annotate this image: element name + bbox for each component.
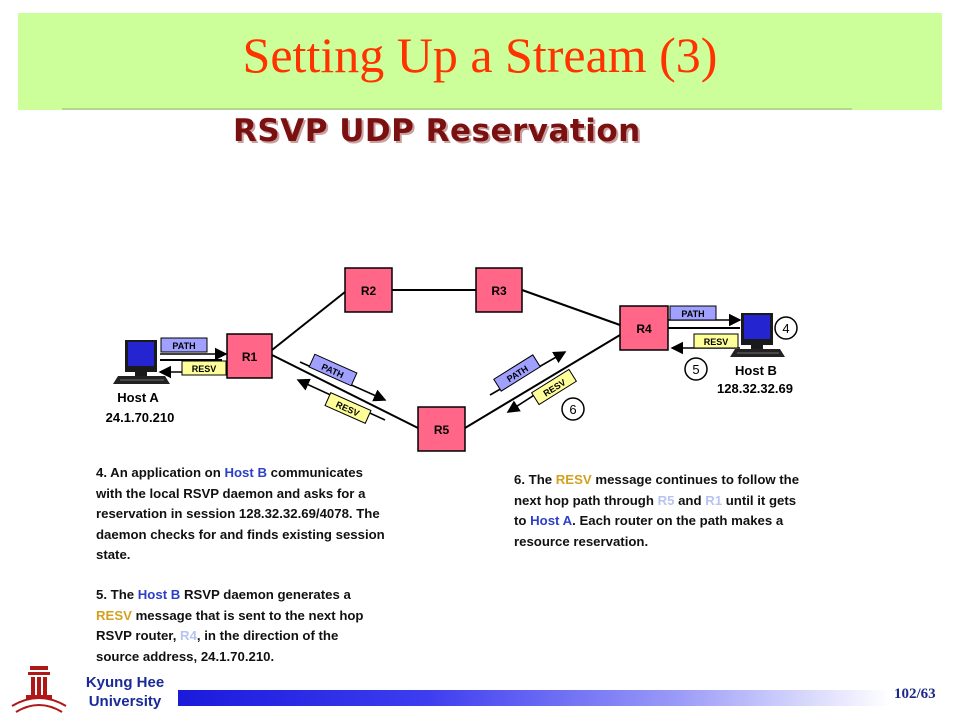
step-6-paragraph: 6. The RESV message continues to follow … xyxy=(514,472,800,549)
svg-text:6: 6 xyxy=(569,402,576,417)
title-bar xyxy=(18,13,942,110)
step-4-paragraph: 4. An application on Host B communicates… xyxy=(96,465,385,562)
router-r3: R3 xyxy=(475,267,523,313)
router-r1: R1 xyxy=(226,333,273,379)
router-r2: R2 xyxy=(344,267,393,313)
resv-label-hostb: RESV xyxy=(693,333,739,349)
host-a-computer-icon xyxy=(113,340,170,384)
footer-bar xyxy=(178,690,890,706)
path-label-r5-r4: PATH xyxy=(493,354,541,392)
host-a-name: Host A xyxy=(117,390,159,405)
path-label-hosta: PATH xyxy=(160,337,208,353)
step-marker-6: 6 xyxy=(561,397,585,421)
host-b-computer-icon xyxy=(730,313,785,357)
path-label-r1-r5: PATH xyxy=(308,353,358,387)
r1-ref: R1 xyxy=(705,492,723,508)
slide-subtitle: RSVP UDP Reservation xyxy=(233,113,641,149)
resv-label-r5-r1: RESV xyxy=(324,391,372,425)
svg-text:PATH: PATH xyxy=(172,341,195,351)
resv-ref: RESV xyxy=(96,607,132,623)
router-r1-label: R1 xyxy=(242,350,258,364)
host-b-address: 128.32.32.69 xyxy=(717,381,793,396)
svg-text:RESV: RESV xyxy=(704,337,729,347)
step-marker-4: 4 xyxy=(774,316,798,340)
network-links xyxy=(160,289,740,429)
host-b-name: Host B xyxy=(735,363,777,378)
router-r3-label: R3 xyxy=(491,284,507,298)
resv-label-hosta: RESV xyxy=(181,360,227,376)
university-name: Kyung Hee University xyxy=(85,674,165,710)
path-label-hostb: PATH xyxy=(669,305,717,321)
router-r2-label: R2 xyxy=(361,284,377,298)
svg-text:4: 4 xyxy=(782,321,789,336)
router-r5-label: R5 xyxy=(434,423,450,437)
page-number: 102/63 xyxy=(894,686,936,702)
host-b-ref: Host B xyxy=(224,465,267,480)
slide-title: Setting Up a Stream (3) xyxy=(242,27,718,83)
router-r4: R4 xyxy=(619,305,669,351)
svg-text:PATH: PATH xyxy=(681,309,704,319)
svg-text:RESV: RESV xyxy=(192,364,217,374)
router-r5: R5 xyxy=(417,406,466,452)
svg-text:5: 5 xyxy=(692,362,699,377)
resv-ref: RESV xyxy=(555,472,592,487)
router-r4-label: R4 xyxy=(636,322,652,336)
r5-ref: R5 xyxy=(657,492,675,508)
host-a-ref: Host A xyxy=(530,513,573,528)
step-marker-5: 5 xyxy=(684,357,708,381)
title-underline xyxy=(62,108,852,110)
r4-ref: R4 xyxy=(180,628,197,643)
step-5-paragraph: 5. The Host B RSVP daemon generates a RE… xyxy=(96,587,364,664)
university-logo-icon xyxy=(11,666,67,713)
host-b-ref: Host B xyxy=(137,587,181,602)
host-a-address: 24.1.70.210 xyxy=(106,410,175,425)
